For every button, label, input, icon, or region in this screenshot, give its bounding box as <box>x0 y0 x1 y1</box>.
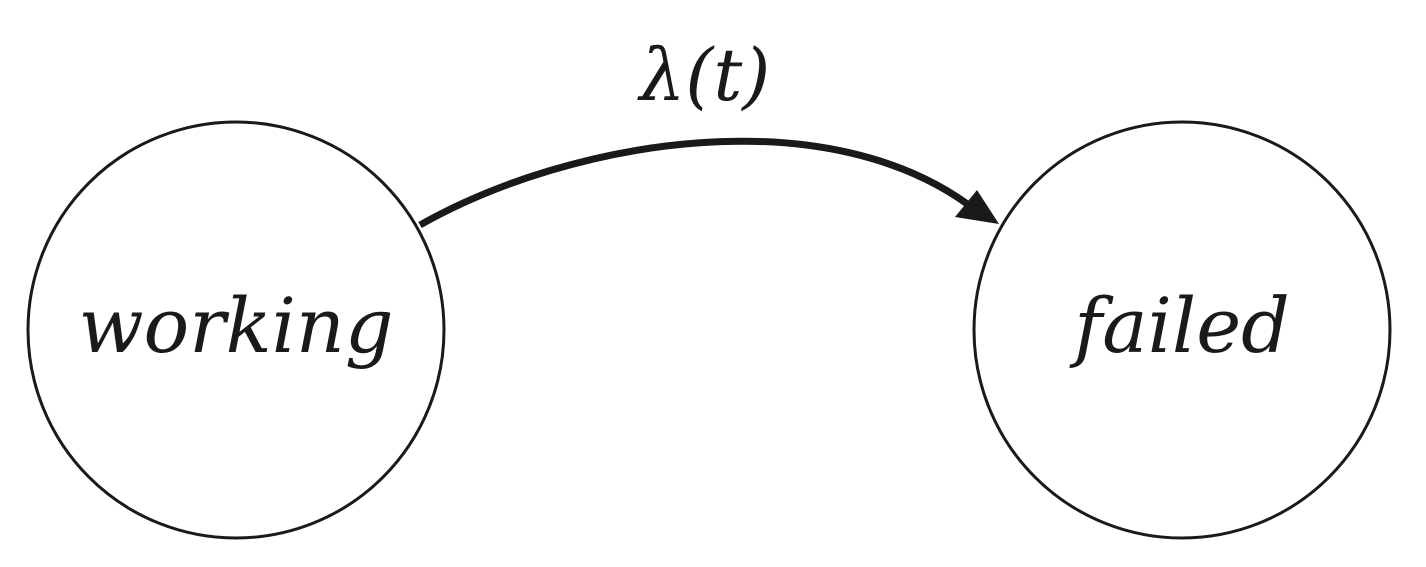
state-working-label: working <box>78 281 393 370</box>
state-working: working <box>26 120 446 540</box>
transition-arc <box>418 137 981 229</box>
transition-edge: λ(t) <box>418 33 999 229</box>
state-failed-circle <box>972 120 1392 540</box>
state-working-circle <box>26 120 446 540</box>
arrowhead-icon <box>955 190 999 224</box>
transition-rate-label: λ(t) <box>637 33 771 117</box>
state-failed: failed <box>972 120 1392 540</box>
state-failed-label: failed <box>1069 281 1290 370</box>
